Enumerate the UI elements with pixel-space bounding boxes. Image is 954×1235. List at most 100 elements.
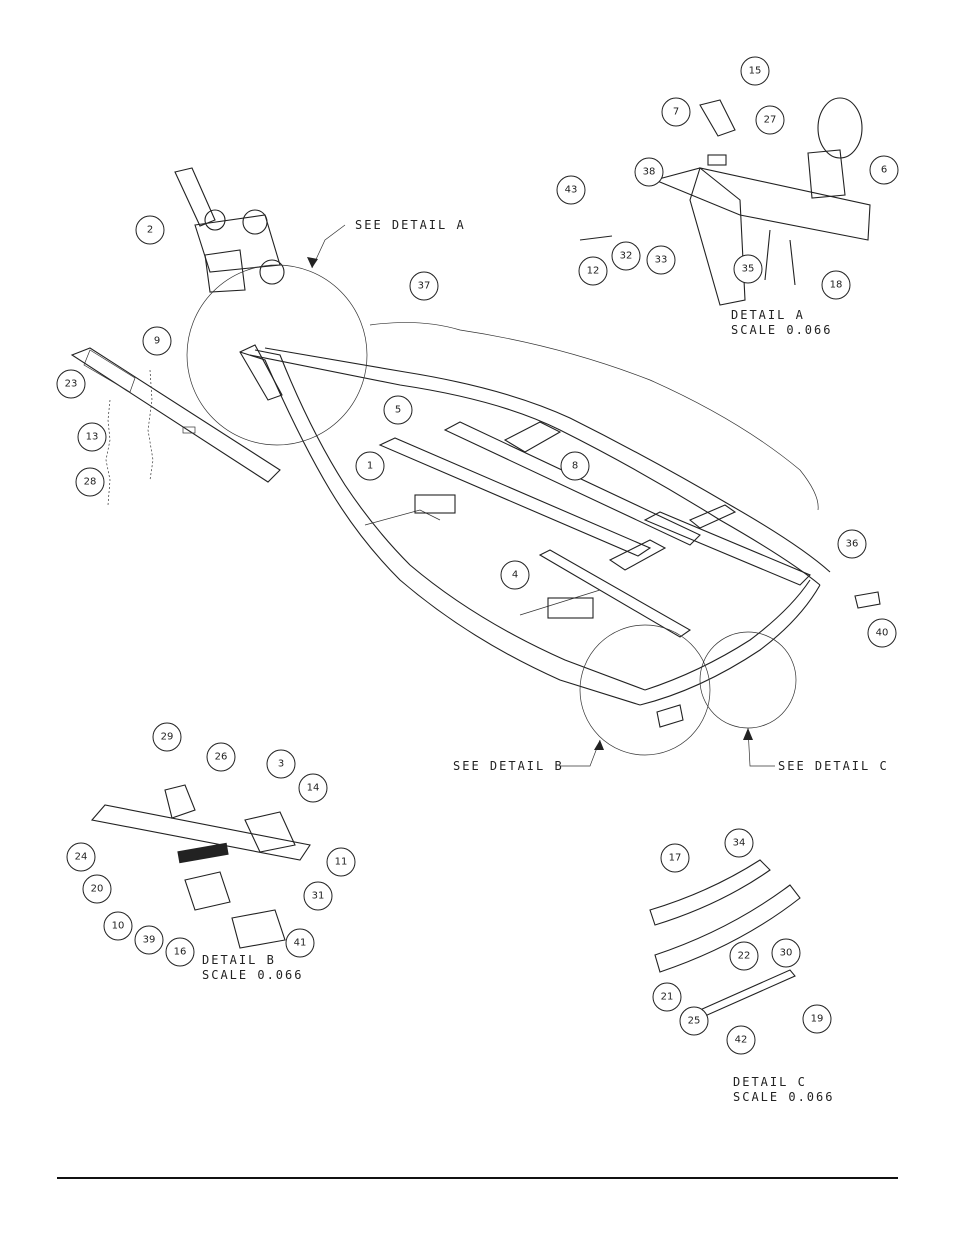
callout-number: 32: [620, 251, 633, 262]
callout-34: 34: [724, 828, 754, 858]
callout-balloon: [326, 847, 356, 877]
winch-assembly: [174, 167, 285, 293]
callout-number: 24: [75, 852, 88, 863]
trailer-tongue: [70, 347, 281, 483]
callout-22: 22: [729, 941, 759, 971]
callout-balloon: [661, 97, 691, 127]
callout-layer: 1234567891011121314151617181920212223242…: [56, 56, 899, 1055]
callout-number: 4: [512, 570, 518, 581]
callout-number: 40: [876, 628, 889, 639]
callout-31: 31: [303, 881, 333, 911]
callout-number: 14: [307, 783, 320, 794]
callout-balloon: [660, 843, 690, 873]
callout-balloon: [556, 175, 586, 205]
callout-12: 12: [578, 256, 608, 286]
detail-c-circle: [699, 631, 797, 729]
callout-balloon: [75, 467, 105, 497]
callout-3: 3: [266, 749, 296, 779]
callout-balloon: [679, 1006, 709, 1036]
callout-balloon: [383, 395, 413, 425]
callout-number: 26: [215, 752, 228, 763]
callout-number: 43: [565, 185, 578, 196]
detail-a-title: DETAIL A: [731, 308, 805, 322]
callout-balloon: [266, 749, 296, 779]
detail-b-title: DETAIL B: [202, 953, 276, 967]
callout-balloon: [355, 451, 385, 481]
safety-chains: [105, 369, 154, 506]
callout-2: 2: [135, 215, 165, 245]
callout-balloon: [142, 326, 172, 356]
callout-balloon: [740, 56, 770, 86]
callout-27: 27: [755, 105, 785, 135]
callout-number: 41: [294, 938, 307, 949]
callout-number: 2: [147, 225, 153, 236]
labels: SEE DETAIL A SEE DETAIL B SEE DETAIL C D…: [202, 218, 887, 1104]
callout-balloon: [560, 451, 590, 481]
see-detail-b-label: SEE DETAIL B: [453, 759, 564, 773]
callout-number: 20: [91, 884, 104, 895]
callout-number: 29: [161, 732, 174, 743]
callout-number: 8: [572, 461, 578, 472]
callout-25: 25: [679, 1006, 709, 1036]
callout-19: 19: [802, 1004, 832, 1034]
callout-13: 13: [77, 422, 107, 452]
callout-39: 39: [134, 925, 164, 955]
callout-1: 1: [355, 451, 385, 481]
callout-balloon: [729, 941, 759, 971]
callout-balloon: [634, 157, 664, 187]
see-detail-a-label: SEE DETAIL A: [355, 218, 466, 232]
callout-number: 7: [673, 107, 679, 118]
detail-a-scale: SCALE 0.066: [731, 323, 832, 337]
detail-c-title: DETAIL C: [733, 1075, 807, 1089]
callout-33: 33: [646, 245, 676, 275]
callout-balloon: [724, 828, 754, 858]
detail-b-circle: [579, 624, 711, 756]
callout-20: 20: [82, 874, 112, 904]
callout-41: 41: [285, 928, 315, 958]
callout-8: 8: [560, 451, 590, 481]
callout-number: 36: [846, 539, 859, 550]
callout-9: 9: [142, 326, 172, 356]
callout-balloon: [755, 105, 785, 135]
callout-balloon: [135, 215, 165, 245]
callout-balloon: [303, 881, 333, 911]
callout-35: 35: [733, 254, 763, 284]
callout-40: 40: [867, 618, 897, 648]
callout-15: 15: [740, 56, 770, 86]
callout-balloon: [500, 560, 530, 590]
callout-42: 42: [726, 1025, 756, 1055]
callout-balloon: [611, 241, 641, 271]
callout-number: 10: [112, 921, 125, 932]
callout-number: 9: [154, 336, 160, 347]
callout-number: 13: [86, 432, 99, 443]
callout-number: 11: [335, 857, 348, 868]
callout-23: 23: [56, 369, 86, 399]
callout-balloon: [646, 245, 676, 275]
callout-balloon: [733, 254, 763, 284]
callout-number: 27: [764, 115, 777, 126]
trailer-frame: [239, 344, 831, 706]
callout-number: 1: [367, 461, 373, 472]
callout-number: 35: [742, 264, 755, 275]
callout-balloon: [726, 1025, 756, 1055]
callout-number: 42: [735, 1035, 748, 1046]
callout-26: 26: [206, 742, 236, 772]
callout-balloon: [802, 1004, 832, 1034]
callout-balloon: [82, 874, 112, 904]
winch-strap: [369, 322, 819, 511]
callout-number: 6: [881, 165, 887, 176]
callout-number: 17: [669, 853, 682, 864]
callout-21: 21: [652, 982, 682, 1012]
callout-balloon: [56, 369, 86, 399]
callout-30: 30: [771, 938, 801, 968]
detail-a-circle: [186, 264, 368, 446]
callout-number: 39: [143, 935, 156, 946]
callout-36: 36: [837, 529, 867, 559]
callout-number: 16: [174, 947, 187, 958]
callout-number: 19: [811, 1014, 824, 1025]
detail-b-scale: SCALE 0.066: [202, 968, 303, 982]
callout-balloon: [652, 982, 682, 1012]
callout-5: 5: [383, 395, 413, 425]
callout-4: 4: [500, 560, 530, 590]
callout-balloon: [285, 928, 315, 958]
